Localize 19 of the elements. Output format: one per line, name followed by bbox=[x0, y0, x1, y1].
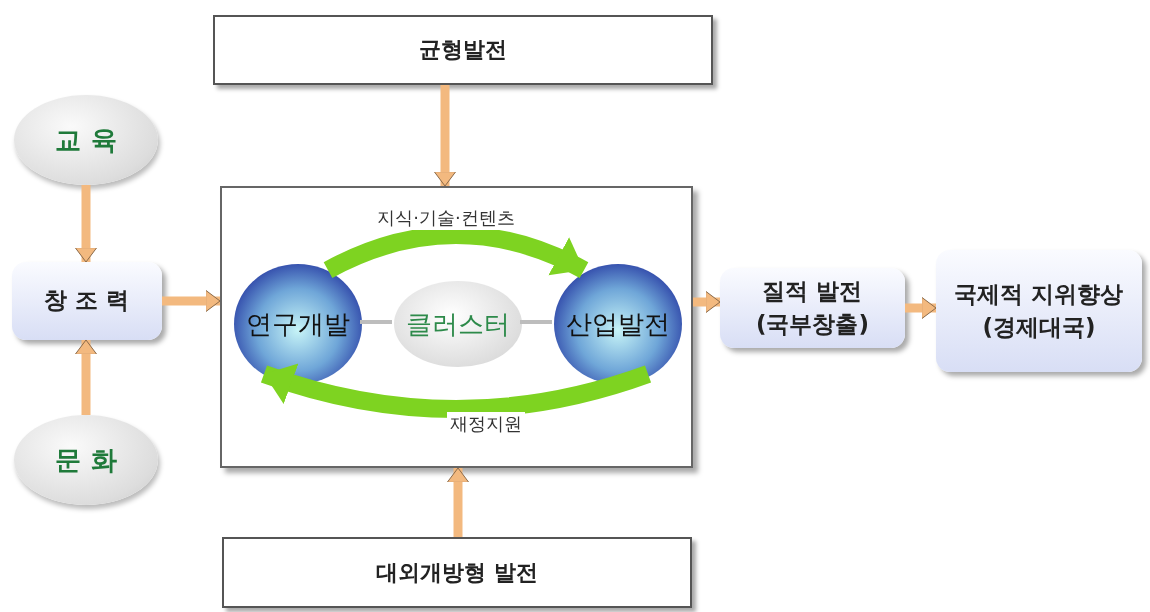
arrow bbox=[433, 85, 457, 187]
arrow bbox=[162, 289, 221, 313]
arrow bbox=[446, 467, 470, 537]
process-box: 대외개방형 발전 bbox=[222, 537, 692, 608]
arrow bbox=[74, 185, 98, 263]
arrow bbox=[693, 290, 721, 314]
connector-line bbox=[520, 320, 552, 324]
edge-label: 재정지원 bbox=[447, 411, 525, 436]
result-box: 질적 발전 (국부창출) bbox=[720, 268, 905, 348]
result-box: 창 조 력 bbox=[12, 262, 162, 340]
sphere-node: 연구개발 bbox=[234, 264, 362, 384]
cluster-ellipse: 클러스터 bbox=[394, 281, 522, 367]
process-box: 균형발전 bbox=[213, 15, 713, 85]
input-ellipse: 문 화 bbox=[14, 415, 158, 505]
arrow bbox=[905, 296, 937, 320]
input-ellipse: 교 육 bbox=[14, 95, 158, 185]
connector-line bbox=[360, 320, 392, 324]
result-box: 국제적 지위향상 (경제대국) bbox=[936, 250, 1142, 372]
arrow bbox=[74, 339, 98, 415]
